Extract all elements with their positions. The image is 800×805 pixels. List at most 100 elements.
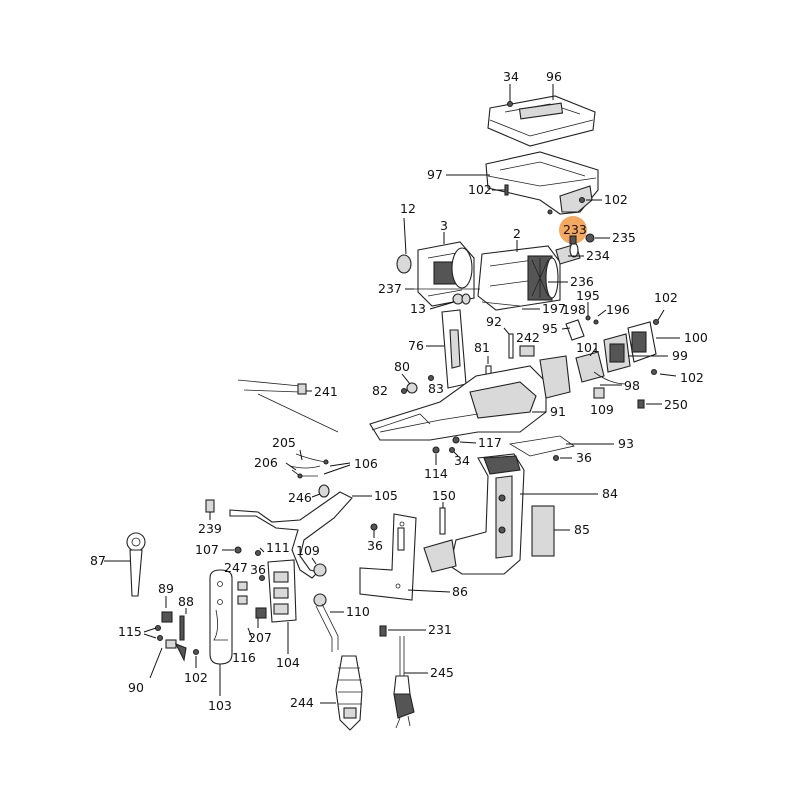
part-102-screw-b[interactable] [547, 196, 602, 215]
part-100-switch-cover[interactable] [627, 321, 680, 363]
part-205-206-wires[interactable] [285, 449, 351, 479]
part-104-terminal-block[interactable] [267, 559, 297, 654]
part-97-upper-housing[interactable] [485, 151, 599, 215]
part-2-motor-housing[interactable] [477, 245, 561, 311]
callout-102-a: 102 [468, 182, 492, 197]
callout-247: 247 [224, 560, 248, 575]
part-98-wire[interactable] [593, 371, 627, 386]
part-245-power-cord[interactable] [393, 636, 428, 729]
callout-116: 116 [232, 650, 256, 665]
callout-103: 103 [208, 698, 232, 713]
part-105-hose[interactable] [229, 491, 372, 579]
callout-195: 195 [576, 288, 600, 303]
part-93-gasket[interactable] [508, 435, 614, 457]
part-247-clip[interactable] [237, 581, 248, 605]
callout-95: 95 [542, 321, 558, 336]
part-235-washer[interactable] [585, 233, 610, 243]
callout-89: 89 [158, 581, 174, 596]
part-80-washer[interactable] [401, 373, 418, 394]
callout-98: 98 [624, 378, 640, 393]
part-76-plate[interactable] [426, 309, 467, 389]
callout-92: 92 [486, 314, 502, 329]
callout-111: 111 [266, 540, 290, 555]
part-12-brush[interactable] [396, 217, 412, 274]
part-84-handle-housing[interactable] [423, 453, 598, 575]
part-109-nut-b[interactable] [311, 557, 327, 577]
part-109-nut-a[interactable] [593, 387, 605, 399]
callout-88: 88 [178, 594, 194, 609]
callout-85: 85 [574, 522, 590, 537]
callout-205: 205 [272, 435, 296, 450]
part-89-clamp[interactable] [161, 596, 173, 623]
callout-2: 2 [513, 226, 521, 241]
part-111-screw[interactable] [254, 547, 265, 557]
callout-81: 81 [474, 340, 490, 355]
callout-84: 84 [602, 486, 618, 501]
part-92-pin[interactable] [503, 327, 514, 359]
callout-250: 250 [664, 397, 688, 412]
part-246-bushing[interactable] [311, 484, 330, 498]
part-207-connector[interactable] [255, 607, 267, 628]
part-91-gear-housing[interactable] [369, 355, 571, 441]
part-34-screw-b[interactable] [448, 446, 459, 457]
callout-236: 236 [570, 274, 594, 289]
callout-90: 90 [128, 680, 144, 695]
part-110-hose[interactable] [313, 593, 344, 652]
part-234-pin[interactable] [568, 235, 584, 257]
callout-242: 242 [516, 330, 540, 345]
part-85-label[interactable] [531, 505, 570, 557]
callout-241: 241 [314, 384, 338, 399]
part-115-screws[interactable] [143, 624, 164, 642]
part-242-block[interactable] [519, 345, 535, 357]
part-83-screw[interactable] [427, 374, 435, 382]
part-102-screw-a[interactable] [492, 184, 509, 196]
part-3-stator[interactable] [417, 241, 475, 307]
part-117-screw[interactable] [452, 436, 477, 444]
callout-100: 100 [684, 330, 708, 345]
part-250-clip[interactable] [637, 399, 662, 409]
callout-101: 101 [576, 340, 600, 355]
callout-246: 246 [288, 490, 312, 505]
part-102-screw-c[interactable] [652, 309, 665, 326]
part-99-switch[interactable] [603, 333, 668, 373]
part-114-washer[interactable] [432, 446, 440, 465]
callout-207: 207 [248, 630, 272, 645]
callout-83: 83 [428, 381, 444, 396]
part-36-screw-c[interactable] [258, 574, 266, 582]
part-82-washer[interactable] [400, 387, 408, 395]
callout-234: 234 [586, 248, 610, 263]
part-241-cord-strap[interactable] [237, 379, 339, 433]
part-231-clip[interactable] [379, 625, 426, 637]
part-87-wrench[interactable] [104, 532, 146, 597]
callout-102-d: 102 [680, 370, 704, 385]
callout-231: 231 [428, 622, 452, 637]
part-90-clip[interactable] [149, 639, 187, 679]
part-96-top-cover[interactable] [487, 95, 596, 147]
part-95-switch-lever[interactable] [561, 319, 585, 341]
part-13-bushing[interactable] [429, 293, 471, 310]
part-197-screw[interactable] [481, 301, 540, 310]
part-103-cover-plate[interactable] [209, 569, 233, 696]
callout-91: 91 [550, 404, 566, 419]
callout-3: 3 [440, 218, 448, 233]
part-102-screw-d[interactable] [650, 368, 677, 377]
callout-labels: 34 96 97 102 102 12 3 2 233 235 234 237 … [90, 69, 708, 713]
callout-109-a: 109 [590, 402, 614, 417]
callout-206: 206 [254, 455, 278, 470]
part-86-mounting-plate[interactable] [359, 513, 451, 601]
part-88-key[interactable] [179, 608, 187, 641]
part-102-screw-e[interactable] [192, 648, 200, 669]
callout-80: 80 [394, 359, 410, 374]
part-107-screw[interactable] [222, 546, 242, 554]
part-36-screw-a[interactable] [552, 454, 573, 462]
part-150-pin[interactable] [439, 502, 446, 535]
part-36-screw-b[interactable] [370, 523, 378, 538]
callout-36-b: 36 [367, 538, 383, 553]
callout-34-top: 34 [503, 69, 519, 84]
callout-196: 196 [606, 302, 630, 317]
part-244-filter[interactable] [320, 655, 363, 731]
callout-86: 86 [452, 584, 468, 599]
part-34-screw[interactable] [506, 84, 514, 108]
part-239-sleeve[interactable] [205, 499, 215, 520]
part-233-bearing[interactable] [555, 242, 581, 265]
